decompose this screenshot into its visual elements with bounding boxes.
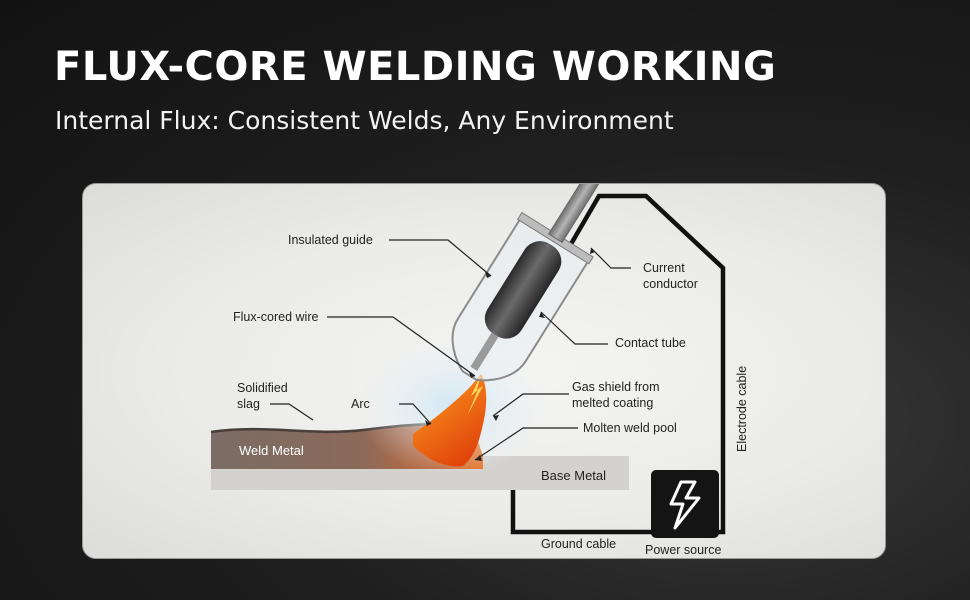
label-solidified-slag-1: Solidified xyxy=(237,381,288,395)
lightning-bolt-icon xyxy=(669,480,701,530)
contact-tube xyxy=(484,241,562,339)
label-insulated-guide: Insulated guide xyxy=(288,233,373,247)
label-electrode-cable: Electrode cable xyxy=(735,366,749,452)
flux-cored-wire xyxy=(470,332,499,371)
label-arc: Arc xyxy=(351,397,370,411)
leader-arrows xyxy=(425,248,595,461)
label-current-conductor-1: Current xyxy=(643,261,685,275)
label-solidified-slag-2: slag xyxy=(237,397,260,411)
label-gas-shield-1: Gas shield from xyxy=(572,380,660,394)
label-power-source: Power source xyxy=(645,543,721,557)
label-current-conductor-2: conductor xyxy=(643,277,698,291)
leader-lines xyxy=(270,239,631,461)
current-conductor xyxy=(547,184,600,244)
label-flux-cored-wire: Flux-cored wire xyxy=(233,310,318,324)
label-gas-shield-2: melted coating xyxy=(572,396,653,410)
molten-weld-pool xyxy=(413,374,487,467)
label-ground-cable: Ground cable xyxy=(541,537,616,551)
label-contact-tube: Contact tube xyxy=(615,336,686,350)
label-weld-metal: Weld Metal xyxy=(239,443,304,458)
page-subtitle: Internal Flux: Consistent Welds, Any Env… xyxy=(55,106,674,135)
label-base-metal: Base Metal xyxy=(541,468,606,483)
diagram-panel: Insulated guide Current conductor Flux-c… xyxy=(82,183,886,559)
label-molten-weld-pool: Molten weld pool xyxy=(583,421,677,435)
ground-cable xyxy=(510,489,653,535)
page-title: FLUX-CORE WELDING WORKING xyxy=(54,44,777,90)
welding-diagram: Insulated guide Current conductor Flux-c… xyxy=(210,184,749,557)
electrode-cable xyxy=(569,193,726,535)
